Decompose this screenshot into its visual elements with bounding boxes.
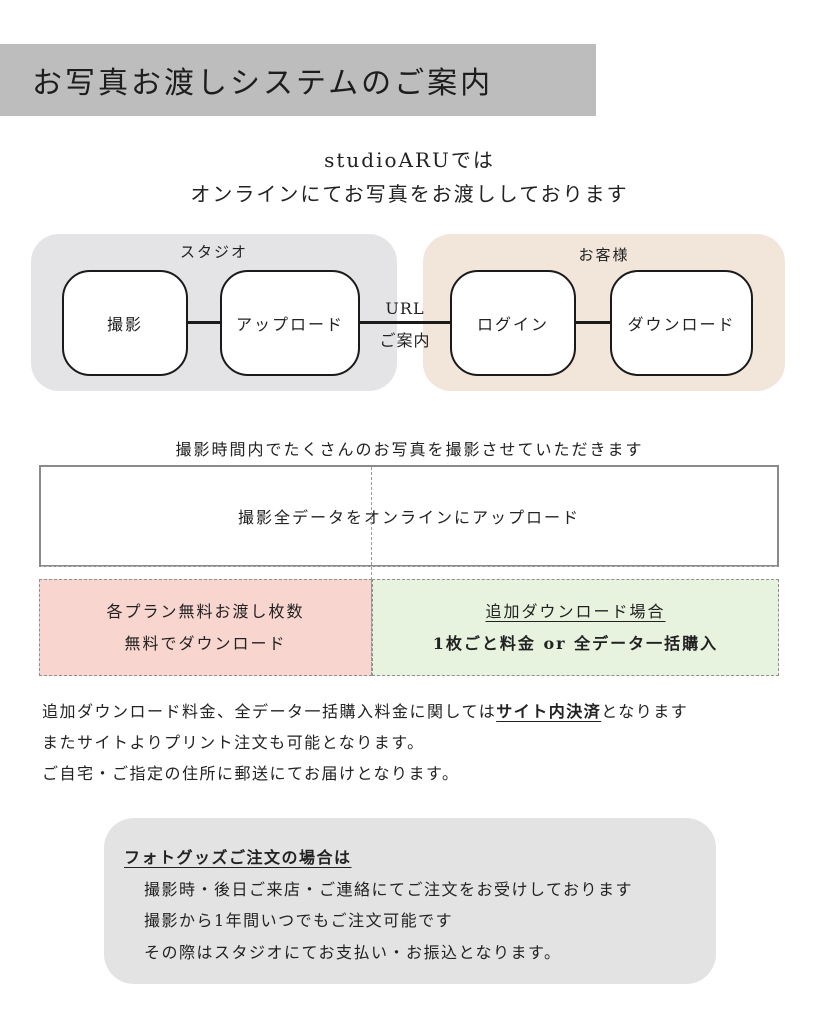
step-shoot-label: 撮影 bbox=[106, 315, 143, 334]
url-label: URL bbox=[364, 297, 446, 321]
extra-download-box: 追加ダウンロード場合 1枚ごと料金 or 全データ一括購入 bbox=[372, 579, 779, 676]
connector-shoot-upload bbox=[186, 321, 222, 324]
goods-line-2: 撮影から1年間いつでもご注文可能です bbox=[144, 911, 454, 930]
title-bar: お写真お渡しシステムのご案内 bbox=[0, 44, 596, 116]
step-shoot: 撮影 bbox=[62, 270, 188, 376]
plan-box-line-2: 無料でダウンロード bbox=[124, 633, 287, 653]
step-login: ログイン bbox=[450, 270, 576, 376]
page-title: お写真お渡しシステムのご案内 bbox=[32, 66, 494, 101]
notes-line-3: ご自宅・ご指定の住所に郵送にてお届けとなります。 bbox=[42, 764, 460, 783]
url-label-line-1: URL bbox=[385, 299, 425, 318]
url-label-line-2: ご案内 bbox=[379, 331, 431, 350]
extra-box-detail: 1枚ごと料金 or 全データ一括購入 bbox=[432, 633, 719, 653]
divider-dashed bbox=[41, 566, 777, 567]
step-login-label: ログイン bbox=[476, 315, 549, 334]
connector-upload-login bbox=[358, 321, 452, 324]
notes-line-1: 追加ダウンロード料金、全データ一括購入料金に関してはサイト内決済となります bbox=[42, 696, 802, 727]
step-download-label: ダウンロード bbox=[627, 315, 736, 334]
notes-line-1-before: 追加ダウンロード料金、全データ一括購入料金に関しては bbox=[42, 702, 497, 721]
vertical-dashed-line bbox=[371, 467, 372, 675]
plan-box-line-1: 各プラン無料お渡し枚数 bbox=[106, 601, 305, 621]
url-guide-label: ご案内 bbox=[364, 329, 446, 353]
customer-label: お客様 bbox=[578, 246, 630, 264]
step-download: ダウンロード bbox=[610, 270, 753, 376]
goods-line-3: その際はスタジオにてお支払い・お振込となります。 bbox=[144, 943, 562, 962]
goods-line-1: 撮影時・後日ご来店・ご連絡にてご注文をお受けしております bbox=[144, 880, 634, 899]
upload-box: 撮影全データをオンラインにアップロード bbox=[39, 465, 779, 567]
step-upload: アップロード bbox=[220, 270, 360, 376]
goods-title: フォトグッズご注文の場合は bbox=[124, 848, 352, 867]
step-upload-label: アップロード bbox=[235, 315, 344, 334]
photo-goods-box: フォトグッズご注文の場合は 撮影時・後日ご来店・ご連絡にてご注文をお受けしており… bbox=[104, 818, 716, 984]
notes: 追加ダウンロード料金、全データ一括購入料金に関してはサイト内決済となります また… bbox=[42, 696, 802, 789]
upload-box-text: 撮影全データをオンラインにアップロード bbox=[237, 508, 580, 527]
site-payment-emphasis: サイト内決済 bbox=[496, 702, 602, 721]
plan-box: 各プラン無料お渡し枚数 無料でダウンロード bbox=[39, 579, 372, 676]
intro-line-1: studioARUでは bbox=[324, 148, 495, 172]
notes-line-2: またサイトよりプリント注文も可能となります。 bbox=[42, 733, 425, 752]
extra-box-title: 追加ダウンロード場合 bbox=[485, 601, 666, 621]
connector-login-download bbox=[574, 321, 612, 324]
studio-label: スタジオ bbox=[179, 243, 248, 261]
shooting-caption: 撮影時間内でたくさんのお写真を撮影させていただきます bbox=[175, 440, 644, 459]
notes-line-1-after: となります bbox=[601, 702, 689, 721]
intro-line-2: オンラインにてお写真をお渡ししております bbox=[190, 182, 629, 206]
